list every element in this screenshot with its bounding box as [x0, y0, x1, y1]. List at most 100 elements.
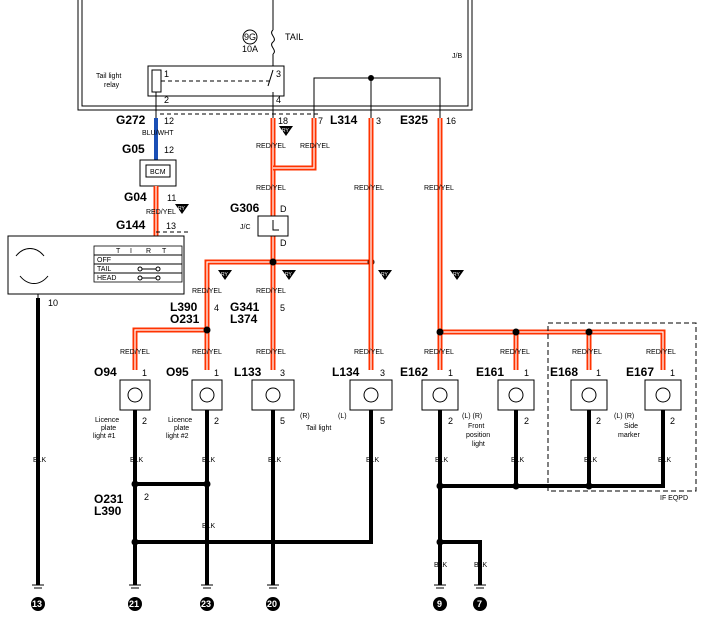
svg-text:RED/YEL: RED/YEL: [256, 349, 286, 356]
svg-text:RED/YEL: RED/YEL: [256, 288, 286, 295]
svg-text:7: 7: [477, 599, 482, 609]
svg-text:7: 7: [318, 116, 323, 126]
svg-text:G144: G144: [116, 218, 146, 232]
svg-text:RY: RY: [221, 272, 229, 278]
svg-text:1: 1: [524, 368, 529, 378]
svg-text:1: 1: [142, 368, 147, 378]
svg-text:O231: O231: [94, 492, 124, 506]
svg-text:E167: E167: [626, 365, 654, 379]
svg-text:light: light: [472, 441, 485, 448]
tail-light-label: Tail light: [306, 425, 331, 432]
svg-text:O231: O231: [170, 312, 200, 326]
svg-text:TAIL: TAIL: [97, 266, 111, 273]
svg-text:Front: Front: [468, 423, 484, 430]
svg-text:BLK: BLK: [202, 457, 216, 464]
svg-text:(R): (R): [300, 413, 310, 420]
if-eqpd-box: [547, 322, 697, 492]
svg-text:18: 18: [278, 116, 288, 126]
ground-23: 23: [200, 584, 214, 611]
svg-text:RED/YEL: RED/YEL: [572, 349, 602, 356]
fuse-code: 9G: [244, 32, 256, 42]
lamp-e167: E167 1 2: [626, 365, 682, 426]
svg-text:D: D: [280, 204, 287, 214]
svg-text:E161: E161: [476, 365, 504, 379]
svg-text:2: 2: [144, 492, 149, 502]
svg-text:RED/YEL: RED/YEL: [256, 143, 286, 150]
jb-label: J/B: [452, 53, 462, 60]
svg-text:O94: O94: [94, 365, 117, 379]
fuse-icon: [271, 29, 275, 55]
svg-text:3: 3: [380, 368, 385, 378]
svg-text:BLK: BLK: [474, 562, 488, 569]
svg-text:12: 12: [164, 116, 174, 126]
svg-text:T: T: [116, 248, 121, 255]
bulb-icon: [581, 387, 597, 403]
svg-text:Licence: Licence: [95, 417, 119, 424]
svg-text:1: 1: [596, 368, 601, 378]
switch-knob-icon: [15, 248, 49, 284]
svg-text:L390: L390: [170, 300, 198, 314]
svg-text:3: 3: [276, 69, 281, 79]
svg-text:G04: G04: [124, 190, 147, 204]
svg-text:BLK: BLK: [435, 457, 449, 464]
svg-text:2: 2: [142, 416, 147, 426]
svg-text:L390: L390: [94, 504, 122, 518]
svg-text:11: 11: [167, 193, 176, 203]
svg-text:13: 13: [32, 599, 42, 609]
svg-text:1: 1: [164, 69, 169, 79]
lamp-l134: L134 3 5 (L): [332, 365, 393, 426]
svg-text:E325: E325: [400, 113, 428, 127]
svg-text:10: 10: [48, 298, 58, 308]
svg-text:BLK: BLK: [584, 457, 598, 464]
svg-text:marker: marker: [618, 432, 640, 439]
svg-text:BLK: BLK: [33, 457, 47, 464]
lamp-e161: E161 1 2: [476, 365, 535, 426]
svg-text:RED/YEL: RED/YEL: [424, 349, 454, 356]
svg-text:BLK: BLK: [366, 457, 380, 464]
svg-text:light #1: light #1: [93, 433, 116, 440]
svg-text:BLK: BLK: [511, 457, 525, 464]
svg-text:3: 3: [376, 116, 381, 126]
svg-text:OFF: OFF: [97, 257, 111, 264]
svg-text:L314: L314: [330, 113, 358, 127]
svg-text:BLU/WHT: BLU/WHT: [142, 130, 174, 137]
ground-13: 13: [31, 584, 45, 611]
svg-text:RED/YEL: RED/YEL: [500, 349, 530, 356]
svg-text:5: 5: [280, 303, 285, 313]
svg-text:RY: RY: [453, 272, 461, 278]
svg-text:12: 12: [164, 145, 174, 155]
svg-text:2: 2: [214, 416, 219, 426]
svg-text:G272: G272: [116, 113, 146, 127]
svg-text:RED/YEL: RED/YEL: [300, 143, 330, 150]
svg-text:2: 2: [596, 416, 601, 426]
svg-text:20: 20: [267, 599, 277, 609]
bulb-icon: [265, 387, 281, 403]
svg-text:1: 1: [448, 368, 453, 378]
svg-text:BLK: BLK: [268, 457, 282, 464]
svg-text:1: 1: [214, 368, 219, 378]
lamp-l133: L133 3 5 (R): [234, 365, 310, 426]
svg-text:BLK: BLK: [434, 562, 448, 569]
svg-text:3: 3: [280, 368, 285, 378]
svg-text:5: 5: [280, 416, 285, 426]
svg-text:RED/YEL: RED/YEL: [146, 209, 176, 216]
svg-text:BLK: BLK: [658, 457, 672, 464]
svg-text:L133: L133: [234, 365, 262, 379]
svg-text:(L) (R): (L) (R): [462, 413, 482, 420]
svg-text:RED/YEL: RED/YEL: [120, 349, 150, 356]
ry-badge: RY: [175, 204, 189, 214]
svg-text:R: R: [146, 248, 151, 255]
svg-text:(L): (L): [338, 413, 347, 420]
svg-text:IF EQPD: IF EQPD: [660, 495, 688, 502]
svg-text:4: 4: [214, 303, 219, 313]
svg-text:4: 4: [276, 95, 281, 105]
bulb-icon: [655, 387, 671, 403]
svg-text:plate: plate: [174, 425, 189, 432]
svg-text:2: 2: [670, 416, 675, 426]
svg-text:RY: RY: [285, 272, 293, 278]
svg-text:BLK: BLK: [202, 523, 216, 530]
svg-text:2: 2: [524, 416, 529, 426]
lamp-e162: E162 1 2: [400, 365, 459, 426]
svg-text:position: position: [466, 432, 490, 439]
